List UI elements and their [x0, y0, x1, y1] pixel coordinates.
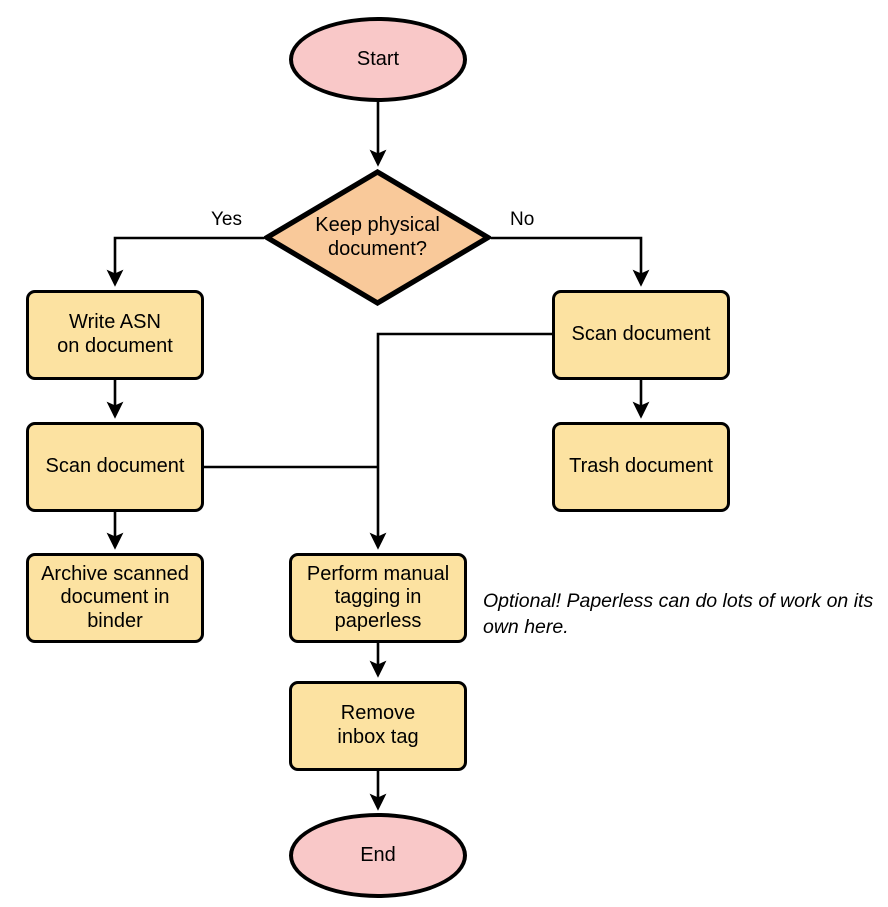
- node-start[interactable]: Start: [289, 17, 467, 102]
- node-end[interactable]: End: [289, 813, 467, 898]
- edge-scan-right-to-manual-tagging: [369, 332, 552, 550]
- edge-decision-yes-to-write-asn: [106, 236, 264, 287]
- node-remove-inbox-tag[interactable]: Remove inbox tag: [289, 681, 467, 771]
- edge-label-yes: Yes: [211, 209, 242, 230]
- node-keep-physical-document-label: Keep physical document?: [315, 213, 440, 260]
- optional-note-annotation: Optional! Paperless can do lots of work …: [483, 590, 874, 639]
- node-trash-document-label: Trash document: [569, 455, 713, 478]
- node-archive-in-binder[interactable]: Archive scanned document in binder: [26, 553, 204, 643]
- node-start-label: Start: [356, 47, 400, 70]
- edge-decision-no-to-scan-right: [491, 236, 650, 287]
- node-remove-inbox-tag-label: Remove inbox tag: [337, 702, 419, 748]
- node-keep-physical-document[interactable]: Keep physical document?: [264, 169, 491, 306]
- node-scan-document-left[interactable]: Scan document: [26, 422, 204, 512]
- node-archive-in-binder-label: Archive scanned document in binder: [41, 562, 189, 632]
- diamond-shape: [264, 169, 491, 306]
- node-perform-manual-tagging-label: Perform manual tagging in paperless: [306, 562, 450, 632]
- node-scan-document-right[interactable]: Scan document: [552, 290, 730, 380]
- node-write-asn[interactable]: Write ASN on document: [26, 290, 204, 380]
- node-trash-document[interactable]: Trash document: [552, 422, 730, 512]
- node-scan-document-left-label: Scan document: [45, 455, 185, 478]
- node-scan-document-right-label: Scan document: [571, 323, 711, 346]
- node-end-label: End: [360, 843, 396, 866]
- edge-label-no: No: [510, 209, 535, 230]
- node-write-asn-label: Write ASN on document: [57, 311, 173, 357]
- node-perform-manual-tagging[interactable]: Perform manual tagging in paperless: [289, 553, 467, 643]
